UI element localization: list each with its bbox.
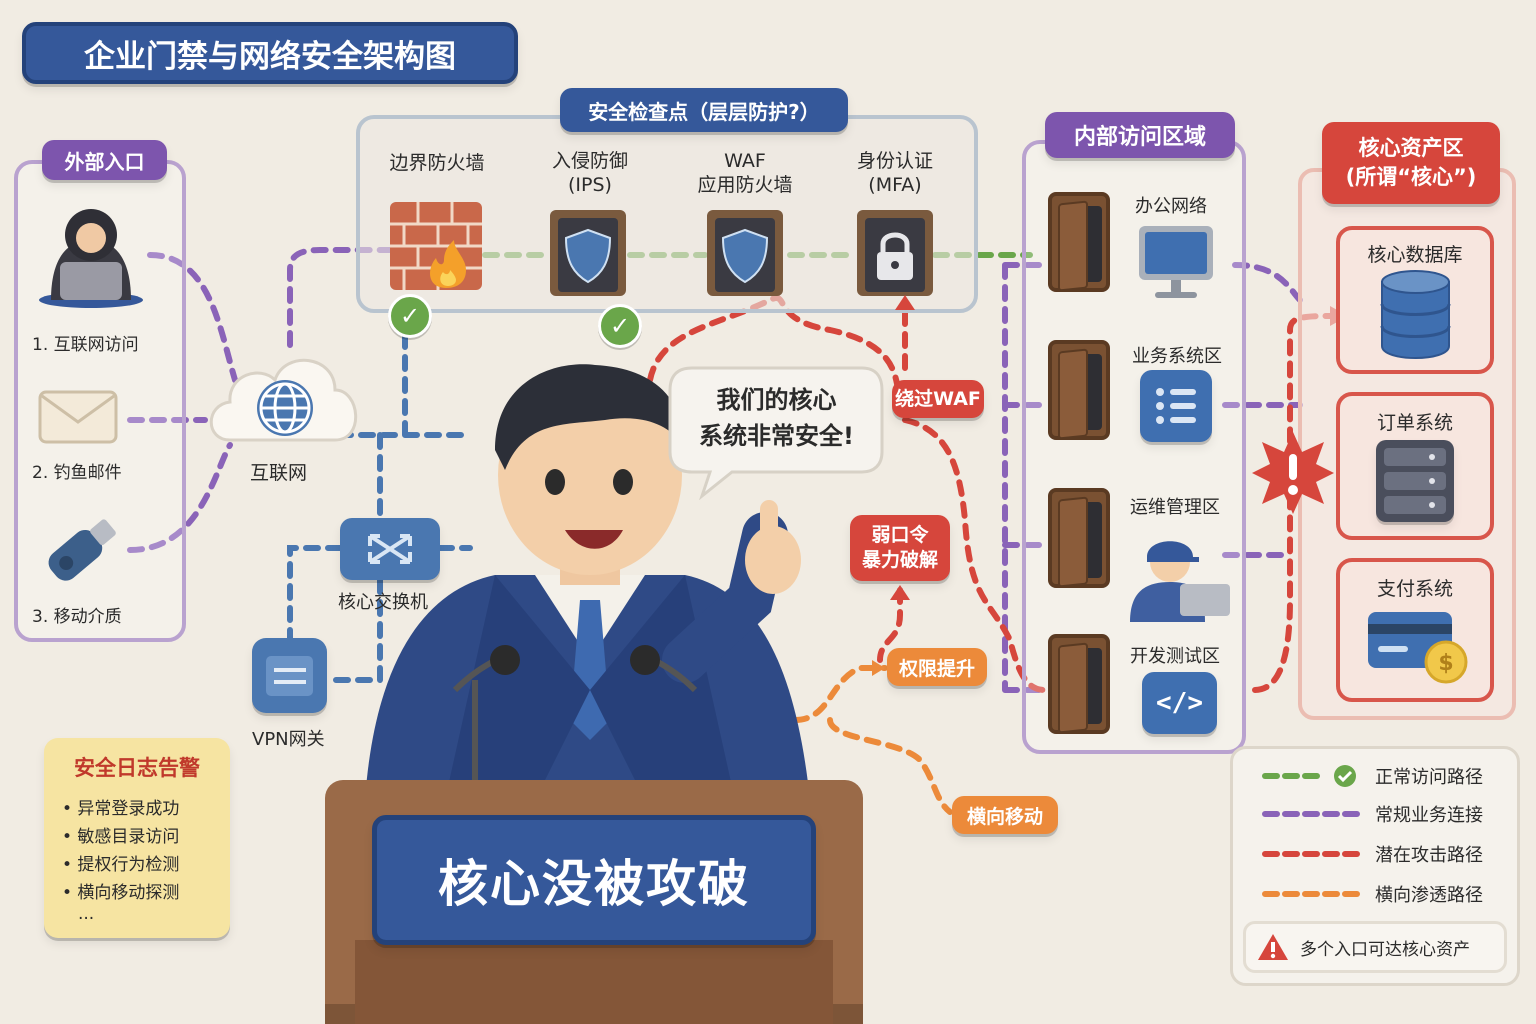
monitor-icon (1135, 222, 1217, 304)
legend-line-business (1261, 801, 1361, 827)
legend-label-lateral: 横向渗透路径 (1375, 881, 1483, 907)
log-item-1: • 异常登录成功 (62, 794, 179, 819)
server-list-icon (1140, 370, 1212, 442)
legend-row-lateral: 横向渗透路径 (1261, 881, 1483, 907)
legend-row-normal: 正常访问路径 (1261, 763, 1483, 789)
legend-line-lateral (1261, 881, 1361, 907)
legend-panel: 正常访问路径 常规业务连接 潜在攻击路径 横向渗透路径 多个入口可达核心资产 (1230, 746, 1520, 986)
code-icon: </> (1142, 672, 1217, 734)
legend-line-attack (1261, 841, 1361, 867)
log-item-4: • 横向移动探测 (62, 878, 179, 903)
log-item-3: • 提权行为检测 (62, 850, 179, 875)
internal-item-dev: 开发测试区 (1130, 642, 1220, 668)
order-server-icon (1376, 440, 1454, 522)
door-icon-ops (1048, 488, 1110, 588)
legend-warning-text: 多个入口可达核心资产 (1300, 935, 1470, 960)
internal-zone-header: 内部访问区域 (1045, 112, 1235, 158)
legend-label-normal: 正常访问路径 (1375, 763, 1483, 789)
core-asset-label-database: 核心数据库 (1336, 240, 1494, 267)
security-log-title: 安全日志告警 (44, 752, 230, 782)
svg-text:$: $ (1438, 651, 1453, 676)
internal-item-business: 业务系统区 (1132, 342, 1222, 368)
door-icon-office (1048, 192, 1110, 292)
legend-row-attack: 潜在攻击路径 (1261, 841, 1483, 867)
core-asset-label-payment: 支付系统 (1336, 574, 1494, 601)
database-icon (1378, 268, 1453, 360)
log-item-2: • 敏感目录访问 (62, 822, 179, 847)
legend-row-business: 常规业务连接 (1261, 801, 1483, 827)
door-icon-business (1048, 340, 1110, 440)
core-asset-label-orders: 订单系统 (1336, 408, 1494, 435)
credit-card-icon: $ (1366, 608, 1476, 686)
internal-item-office: 办公网络 (1135, 192, 1207, 218)
legend-line-normal (1261, 763, 1361, 789)
core-asset-zone-header: 核心资产区 (所谓“核心”) (1322, 122, 1500, 204)
warning-triangle-icon (1256, 932, 1290, 962)
internal-item-ops: 运维管理区 (1130, 493, 1220, 519)
legend-label-attack: 潜在攻击路径 (1375, 841, 1483, 867)
legend-label-business: 常规业务连接 (1375, 801, 1483, 827)
door-icon-dev (1048, 634, 1110, 734)
alert-burst-icon (1250, 430, 1336, 516)
ops-engineer-icon (1125, 522, 1235, 622)
log-item-5: ... (78, 904, 94, 924)
legend-warning-box: 多个入口可达核心资产 (1243, 921, 1507, 973)
